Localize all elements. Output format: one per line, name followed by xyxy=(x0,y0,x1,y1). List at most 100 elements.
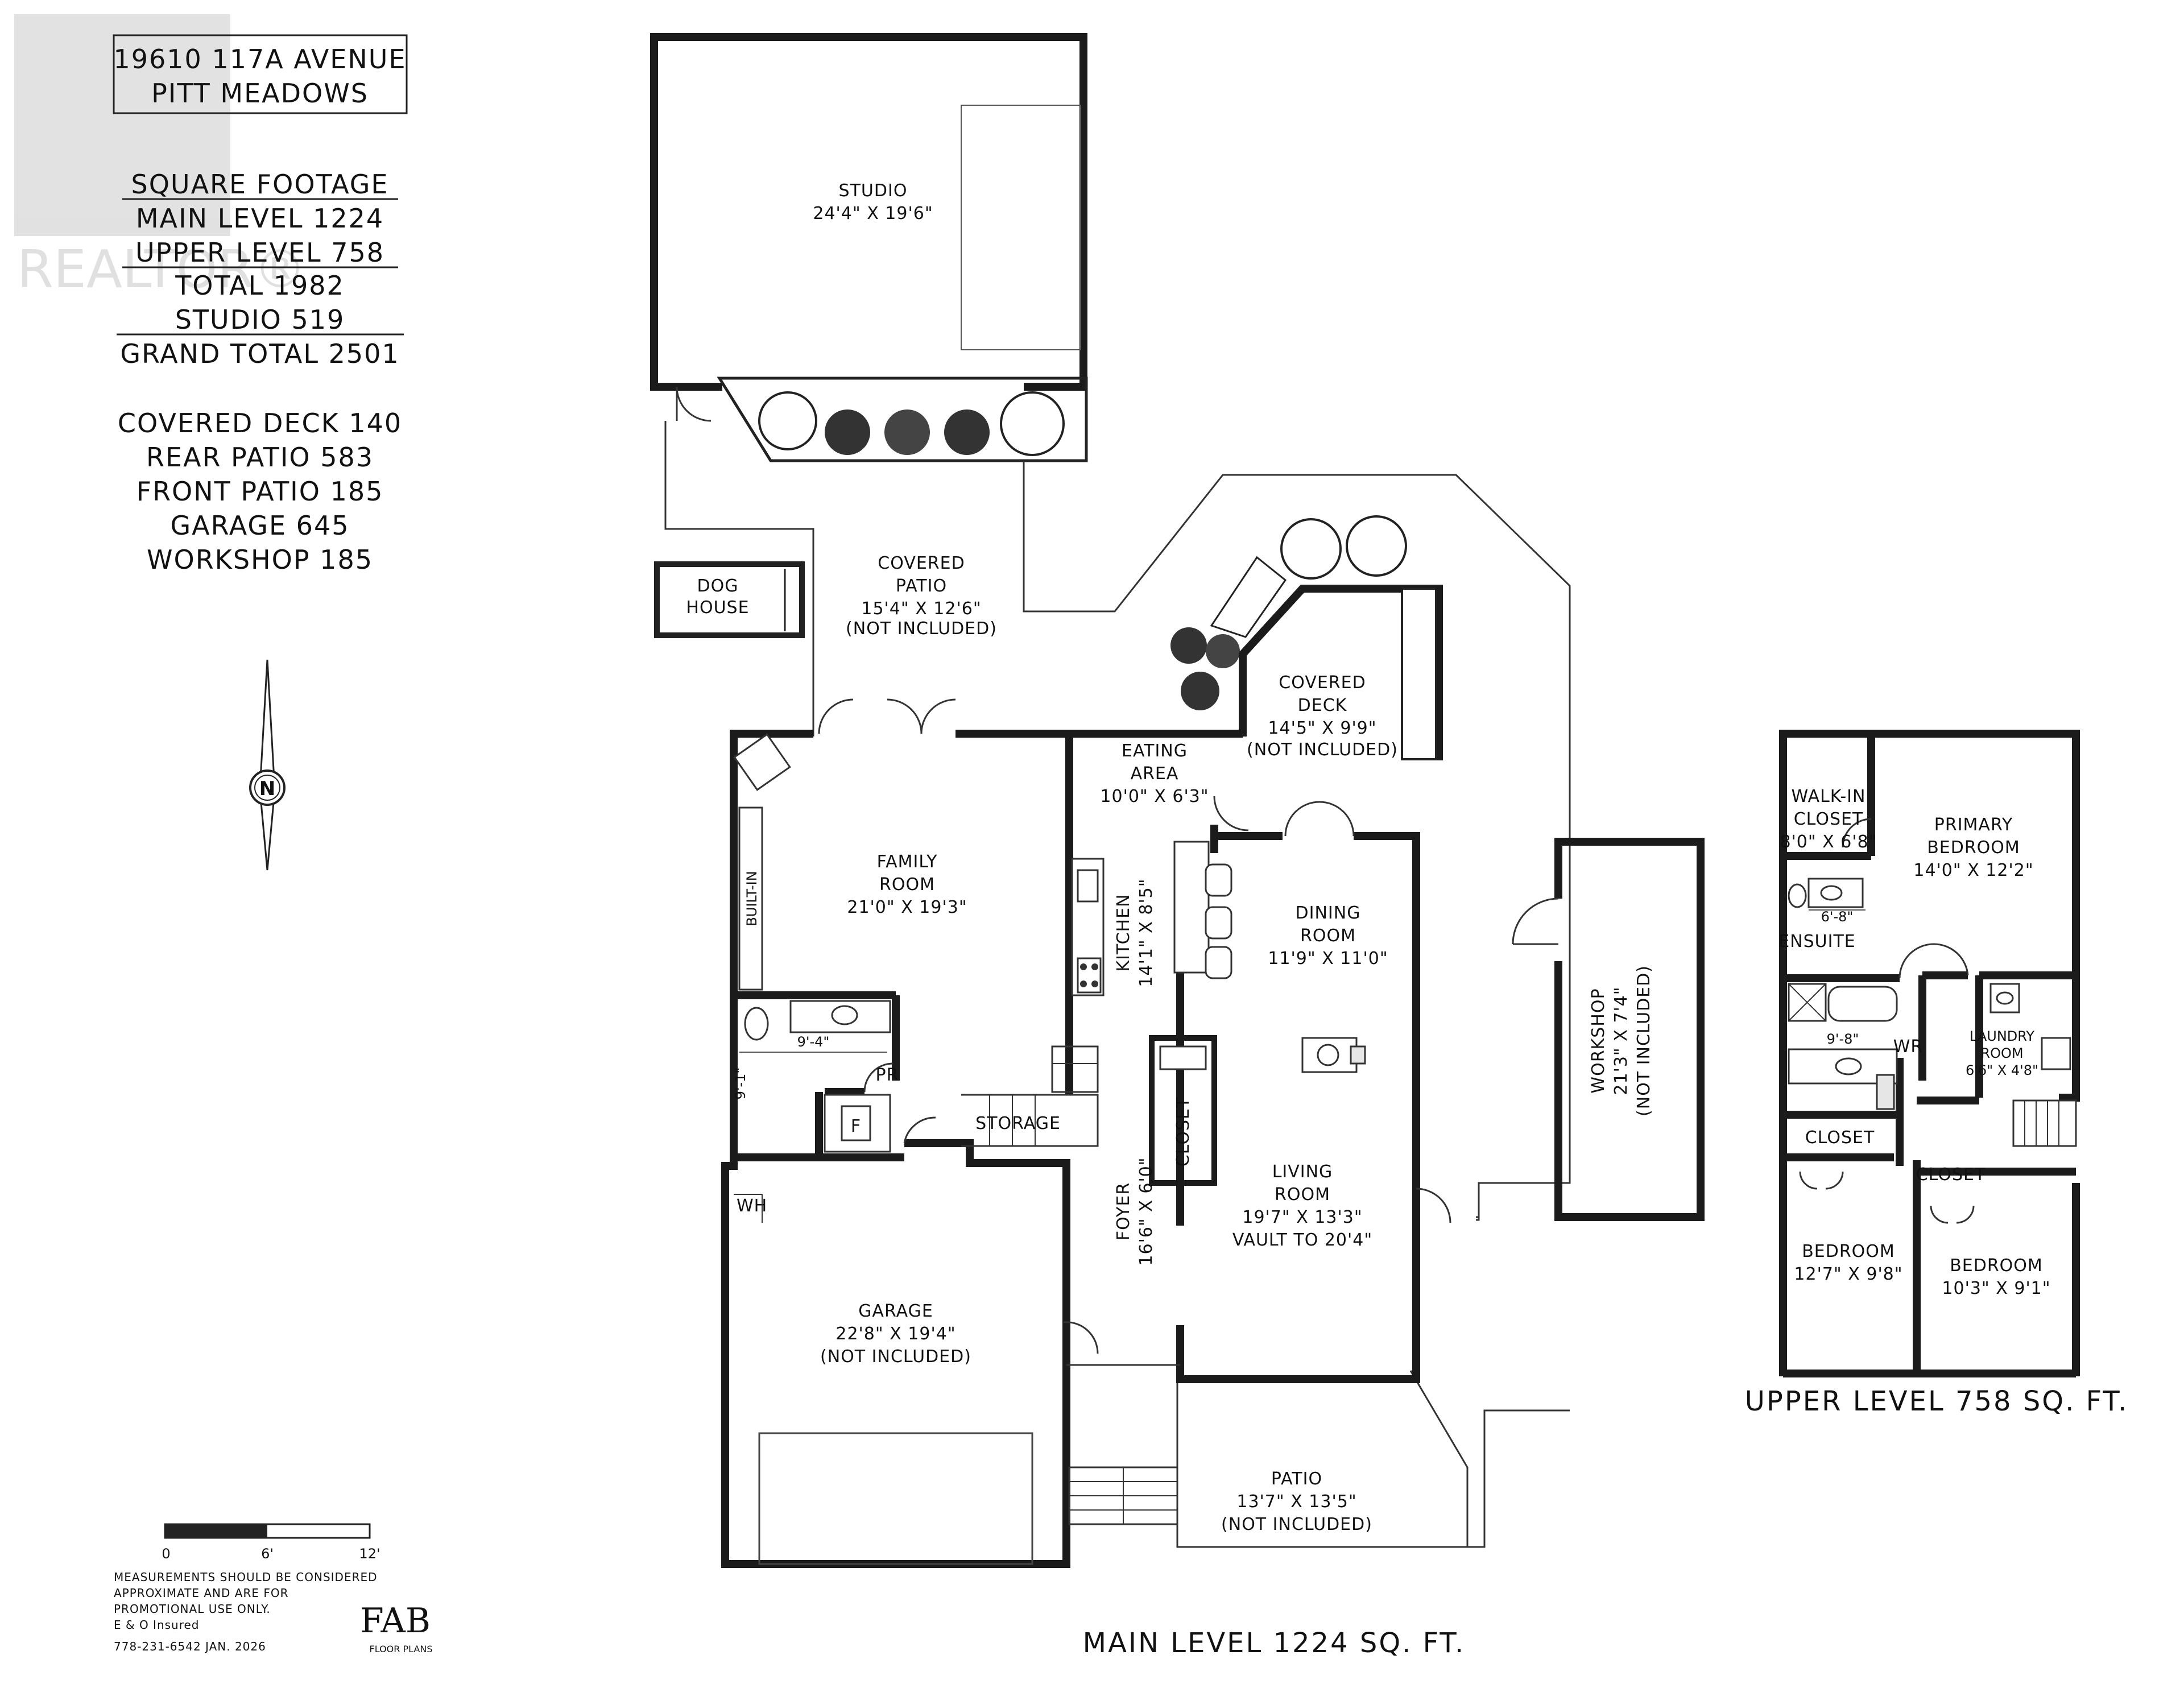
workshop: WORKSHOP 21'3" X 7'4" (NOT INCLUDED) xyxy=(1512,838,1705,1221)
studio-name: STUDIO xyxy=(839,181,908,201)
main-house-walls xyxy=(721,730,1420,1568)
svg-text:9'-1": 9'-1" xyxy=(733,1068,748,1100)
disclaimer: MEASUREMENTS SHOULD BE CONSIDERED APPROX… xyxy=(114,1570,378,1653)
svg-text:16'6" X 6'0": 16'6" X 6'0" xyxy=(1136,1157,1156,1265)
address-line2: PITT MEADOWS xyxy=(151,78,369,109)
svg-text:12'7" X 9'8": 12'7" X 9'8" xyxy=(1794,1264,1902,1284)
svg-text:6': 6' xyxy=(261,1546,274,1562)
svg-text:(NOT INCLUDED): (NOT INCLUDED) xyxy=(1221,1515,1372,1534)
svg-text:10'3" X 9'1": 10'3" X 9'1" xyxy=(1942,1279,2050,1298)
svg-text:6'-8": 6'-8" xyxy=(1821,909,1854,925)
upper-level-label: UPPER LEVEL 758 SQ. FT. xyxy=(1745,1385,2128,1417)
fab-logo: FAB FLOOR PLANS xyxy=(360,1601,432,1654)
svg-text:778-231-6542 JAN. 2026: 778-231-6542 JAN. 2026 xyxy=(114,1640,266,1653)
svg-text:11'9" X 11'0": 11'9" X 11'0" xyxy=(1268,949,1388,969)
area-covered-deck: COVERED DECK 140 xyxy=(118,408,402,438)
svg-text:8'0" X 6'8": 8'0" X 6'8" xyxy=(1780,832,1877,852)
dog-house-line2: HOUSE xyxy=(686,598,749,618)
sqft-grand-total: GRAND TOTAL 2501 xyxy=(120,338,399,369)
doors xyxy=(818,698,1451,1354)
svg-text:VAULT TO 20'4": VAULT TO 20'4" xyxy=(1232,1230,1372,1250)
planter-box xyxy=(717,377,1088,462)
family-room-fixtures: BUILT-IN FAMILY ROOM 21'0" X 19'3" xyxy=(733,733,967,991)
svg-text:E & O Insured: E & O Insured xyxy=(114,1618,200,1632)
svg-text:CLOSET: CLOSET xyxy=(1794,809,1864,829)
storage-label: STORAGE xyxy=(975,1114,1061,1133)
svg-text:19'7" X 13'3": 19'7" X 13'3" xyxy=(1242,1207,1362,1227)
svg-text:LAUNDRY: LAUNDRY xyxy=(1970,1028,2034,1044)
svg-text:13'7" X 13'5": 13'7" X 13'5" xyxy=(1236,1492,1356,1512)
upper-labels: WALK-IN CLOSET 8'0" X 6'8" PRIMARY BEDRO… xyxy=(1778,787,2050,1298)
watermark-text: REALTOR® xyxy=(17,239,306,300)
area-garage: GARAGE 645 xyxy=(170,510,349,541)
scale-bar: 0 6' 12' xyxy=(162,1523,380,1562)
svg-text:BEDROOM: BEDROOM xyxy=(1802,1242,1895,1261)
svg-text:(NOT INCLUDED): (NOT INCLUDED) xyxy=(820,1347,971,1367)
svg-text:(NOT INCLUDED): (NOT INCLUDED) xyxy=(1247,740,1398,760)
svg-text:CLOSET: CLOSET xyxy=(1916,1165,1986,1185)
living-room-label: LIVING ROOM 19'7" X 13'3" VAULT TO 20'4" xyxy=(1232,1162,1372,1250)
address-box: 19610 117A AVENUE PITT MEADOWS xyxy=(113,34,408,114)
svg-text:9'-8": 9'-8" xyxy=(1827,1031,1859,1047)
sqft-studio: STUDIO 519 xyxy=(175,304,345,335)
svg-text:FLOOR PLANS: FLOOR PLANS xyxy=(370,1644,433,1654)
svg-text:PRIMARY: PRIMARY xyxy=(1934,815,2013,835)
upper-level-walls xyxy=(1779,730,2080,1377)
svg-text:CLOSET: CLOSET xyxy=(1173,1097,1193,1167)
sqft-total: TOTAL 1982 xyxy=(175,270,345,301)
svg-text:FOYER: FOYER xyxy=(1114,1182,1134,1240)
area-workshop: WORKSHOP 185 xyxy=(147,544,373,575)
svg-text:12': 12' xyxy=(359,1546,380,1562)
svg-text:PATIO: PATIO xyxy=(896,576,947,596)
svg-text:PROMOTIONAL USE ONLY.: PROMOTIONAL USE ONLY. xyxy=(114,1602,271,1616)
svg-text:6'6" X 4'8": 6'6" X 4'8" xyxy=(1966,1062,2038,1078)
svg-text:21'3" X 7'4": 21'3" X 7'4" xyxy=(1611,986,1631,1095)
front-steps xyxy=(1068,1466,1178,1525)
svg-text:BEDROOM: BEDROOM xyxy=(1927,838,2020,858)
address-line1: 19610 117A AVENUE xyxy=(113,44,406,75)
svg-text:10'0" X 6'3": 10'0" X 6'3" xyxy=(1100,787,1209,806)
sqft-main: MAIN LEVEL 1224 xyxy=(136,203,384,234)
powder-room: 9'-4" 9'-1" PR F xyxy=(733,1000,898,1153)
svg-text:21'0" X 19'3": 21'0" X 19'3" xyxy=(847,897,967,917)
svg-text:(NOT INCLUDED): (NOT INCLUDED) xyxy=(1634,965,1654,1116)
furnace-label: F xyxy=(851,1116,861,1136)
svg-text:14'5" X 9'9": 14'5" X 9'9" xyxy=(1268,718,1376,738)
svg-text:ROOM: ROOM xyxy=(1980,1045,2023,1061)
water-heater-label: WH xyxy=(737,1196,767,1216)
svg-text:DINING: DINING xyxy=(1296,903,1361,923)
svg-text:AREA: AREA xyxy=(1131,764,1179,784)
svg-text:14'0" X 12'2": 14'0" X 12'2" xyxy=(1913,860,2033,880)
sqft-upper: UPPER LEVEL 758 xyxy=(135,237,384,268)
north-compass: N xyxy=(249,659,286,871)
eating-area-label: EATING AREA 10'0" X 6'3" xyxy=(1100,741,1209,806)
svg-text:LIVING: LIVING xyxy=(1272,1162,1333,1182)
living-fixtures xyxy=(1301,1037,1366,1073)
svg-text:22'8" X 19'4": 22'8" X 19'4" xyxy=(835,1324,956,1344)
svg-text:15'4" X 12'6": 15'4" X 12'6" xyxy=(861,599,981,619)
svg-text:APPROXIMATE AND ARE FOR: APPROXIMATE AND ARE FOR xyxy=(114,1586,288,1600)
svg-text:COVERED: COVERED xyxy=(878,553,965,573)
svg-text:0: 0 xyxy=(162,1546,170,1562)
kitchen-fixtures: KITCHEN 14'1" X 8'5" xyxy=(1071,841,1232,996)
foyer-label: FOYER 16'6" X 6'0" xyxy=(1114,1157,1156,1265)
dining-room-label: DINING ROOM 11'9" X 11'0" xyxy=(1268,903,1388,969)
svg-text:EATING: EATING xyxy=(1122,741,1188,761)
svg-text:BEDROOM: BEDROOM xyxy=(1950,1256,2043,1276)
area-front-patio: FRONT PATIO 185 xyxy=(136,476,384,507)
svg-text:14'1" X 8'5": 14'1" X 8'5" xyxy=(1136,878,1156,987)
svg-text:CLOSET: CLOSET xyxy=(1805,1128,1875,1148)
svg-text:WALK-IN: WALK-IN xyxy=(1792,787,1866,806)
built-in-label: BUILT-IN xyxy=(744,871,760,926)
main-level-label: MAIN LEVEL 1224 SQ. FT. xyxy=(1083,1627,1466,1659)
dog-house-line1: DOG xyxy=(697,576,739,596)
svg-text:GARAGE: GARAGE xyxy=(858,1301,933,1321)
outdoor-areas-block: COVERED DECK 140 REAR PATIO 583 FRONT PA… xyxy=(118,408,402,575)
sqft-heading: SQUARE FOOTAGE xyxy=(131,169,389,200)
svg-text:PATIO: PATIO xyxy=(1271,1469,1322,1489)
svg-text:MEASUREMENTS SHOULD BE CONSIDE: MEASUREMENTS SHOULD BE CONSIDERED xyxy=(114,1570,378,1584)
garage: WH GARAGE 22'8" X 19'4" (NOT INCLUDED) xyxy=(734,1194,1033,1565)
svg-text:ROOM: ROOM xyxy=(879,875,935,895)
garden-shrubs xyxy=(1170,515,1407,710)
